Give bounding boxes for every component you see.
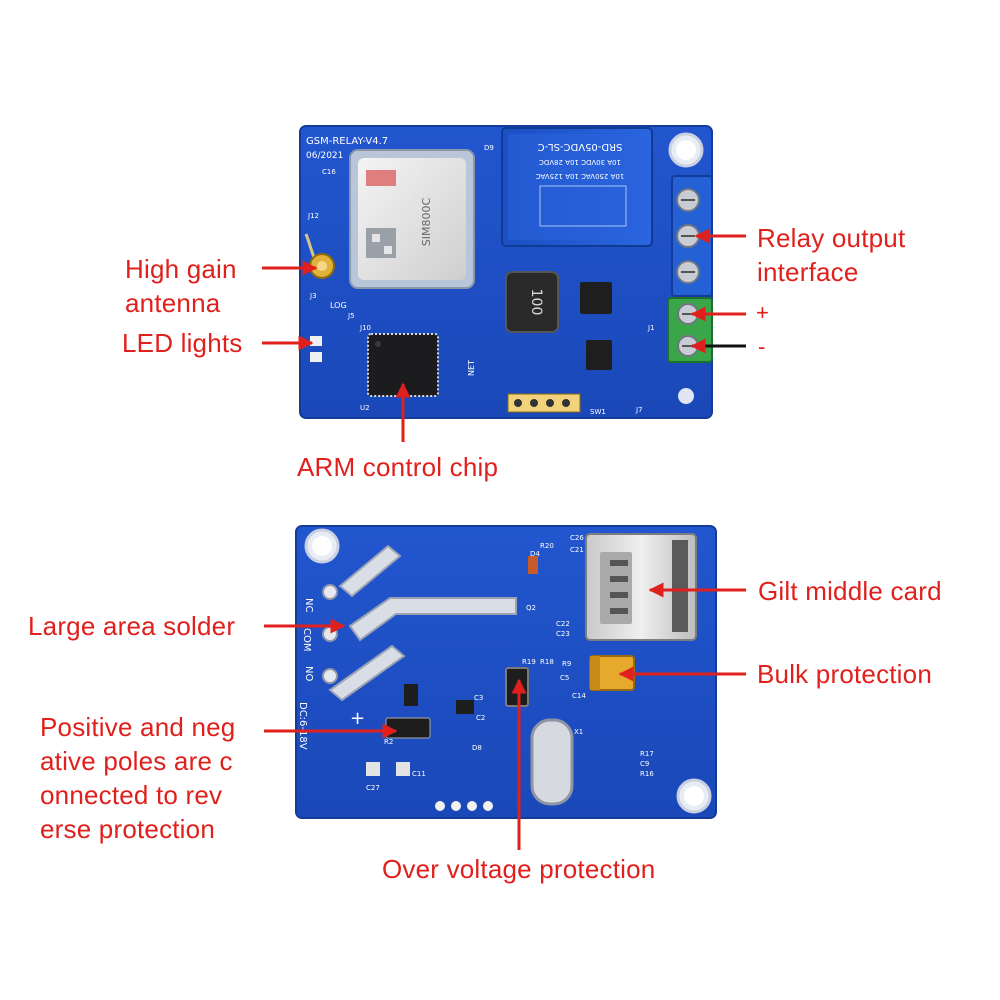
silk-no: NO: [303, 666, 314, 681]
silk-r20: R20: [540, 542, 554, 550]
silk-r19: R19: [522, 658, 536, 666]
silk-q2: Q2: [526, 604, 536, 612]
label-high-gain-antenna-line2: antenna: [125, 288, 221, 318]
silk-c2: C2: [476, 714, 485, 722]
top-board: SRD-05VDC-SL-C 10A 30VDC 10A 28VDC 10A 2…: [299, 125, 713, 419]
led: [310, 352, 322, 362]
solder-trace: [348, 597, 517, 642]
header-pins: [507, 393, 581, 413]
label-high-gain-antenna: High gain antenna: [125, 252, 237, 320]
voltage-text: DC:6-18V: [297, 702, 308, 750]
label-led-lights: LED lights: [122, 328, 243, 358]
silk-d8: D8: [472, 744, 482, 752]
silk-sw1: SW1: [590, 408, 606, 416]
silk-j10: J10: [359, 324, 371, 332]
tvs-diode: [505, 667, 529, 707]
silk-j3: J3: [309, 292, 317, 300]
label-positive-negative-line4: erse protection: [40, 814, 215, 844]
module-text: SIM800C: [420, 197, 433, 246]
label-plus: +: [756, 300, 769, 325]
model-text: GSM-RELAY-V4.7: [306, 136, 388, 147]
date-text: 06/2021: [306, 151, 343, 161]
relay-face: [508, 134, 646, 240]
silk-j12: J12: [307, 212, 319, 220]
silk-c14: C14: [572, 692, 586, 700]
label-relay-output-line2: interface: [757, 257, 859, 287]
silk-j5: J5: [347, 312, 355, 320]
solder-trace: [328, 644, 406, 702]
label-positive-negative-line2: ative poles are c: [40, 746, 233, 776]
label-high-gain-antenna-line1: High gain: [125, 254, 237, 284]
led: [310, 336, 322, 346]
silk-nc: NC: [303, 598, 314, 612]
label-minus: -: [758, 334, 766, 359]
bottom-board: NC COM NO DC:6-18V + C26 C21: [295, 525, 717, 819]
relay-text-3: 10A 250VAC 10A 125VAC: [536, 172, 625, 180]
silk-log: LOG: [330, 301, 347, 310]
label-relay-output-line1: Relay output: [757, 223, 906, 253]
label-positive-negative: Positive and neg ative poles are c onnec…: [40, 710, 235, 846]
silk-net: NET: [467, 360, 476, 376]
label-positive-negative-line3: onnected to rev: [40, 780, 223, 810]
silk-r18: R18: [540, 658, 554, 666]
silk-com: COM: [301, 628, 312, 651]
relay-pin-area: [539, 185, 627, 227]
gsm-module-logo: [366, 170, 396, 186]
silk-c5: C5: [560, 674, 569, 682]
silk-r16: R16: [640, 770, 654, 778]
label-gilt-middle-card: Gilt middle card: [758, 576, 942, 606]
silk-c22: C22: [556, 620, 570, 628]
silk-j1: J1: [647, 324, 655, 332]
callout-lines: [262, 228, 746, 850]
label-arm-control-chip: ARM control chip: [297, 452, 499, 482]
silk-u2: U2: [360, 404, 370, 412]
silk-r17: R17: [640, 750, 654, 758]
inductor: [505, 271, 559, 333]
silk-c3: C3: [474, 694, 483, 702]
silk-x1: X1: [574, 728, 583, 736]
silk-c23: C23: [556, 630, 570, 638]
mount-hole: [678, 388, 694, 404]
silk-c9: C9: [640, 760, 649, 768]
mount-hole: [676, 140, 696, 160]
solder-trace: [338, 544, 402, 598]
silk-c11: C11: [412, 770, 426, 778]
relay-text-1: SRD-05VDC-SL-C: [538, 141, 623, 152]
reverse-protection-ic: [385, 717, 431, 739]
silk-c21: C21: [570, 546, 584, 554]
label-positive-negative-line1: Positive and neg: [40, 712, 236, 742]
silk-c26: C26: [570, 534, 584, 542]
inductor-text: 100: [528, 289, 544, 316]
label-large-area-solder: Large area solder: [28, 611, 236, 641]
label-relay-output-interface: Relay output interface: [757, 221, 905, 289]
ic: [580, 282, 612, 314]
crystal: [530, 718, 574, 806]
silk-r2: R2: [384, 738, 393, 746]
silk-d9: D9: [484, 144, 494, 152]
silk-c16: C16: [322, 168, 336, 176]
silk-r9: R9: [562, 660, 571, 668]
silk-d4: D4: [530, 550, 540, 558]
ic: [586, 340, 612, 370]
relay-text-2: 10A 30VDC 10A 28VDC: [539, 158, 621, 166]
silk-c27: C27: [366, 784, 380, 792]
silk-plus: +: [350, 708, 365, 729]
silk-j7: J7: [635, 406, 643, 414]
label-bulk-protection: Bulk protection: [757, 659, 932, 689]
label-over-voltage-protection: Over voltage protection: [382, 854, 656, 884]
